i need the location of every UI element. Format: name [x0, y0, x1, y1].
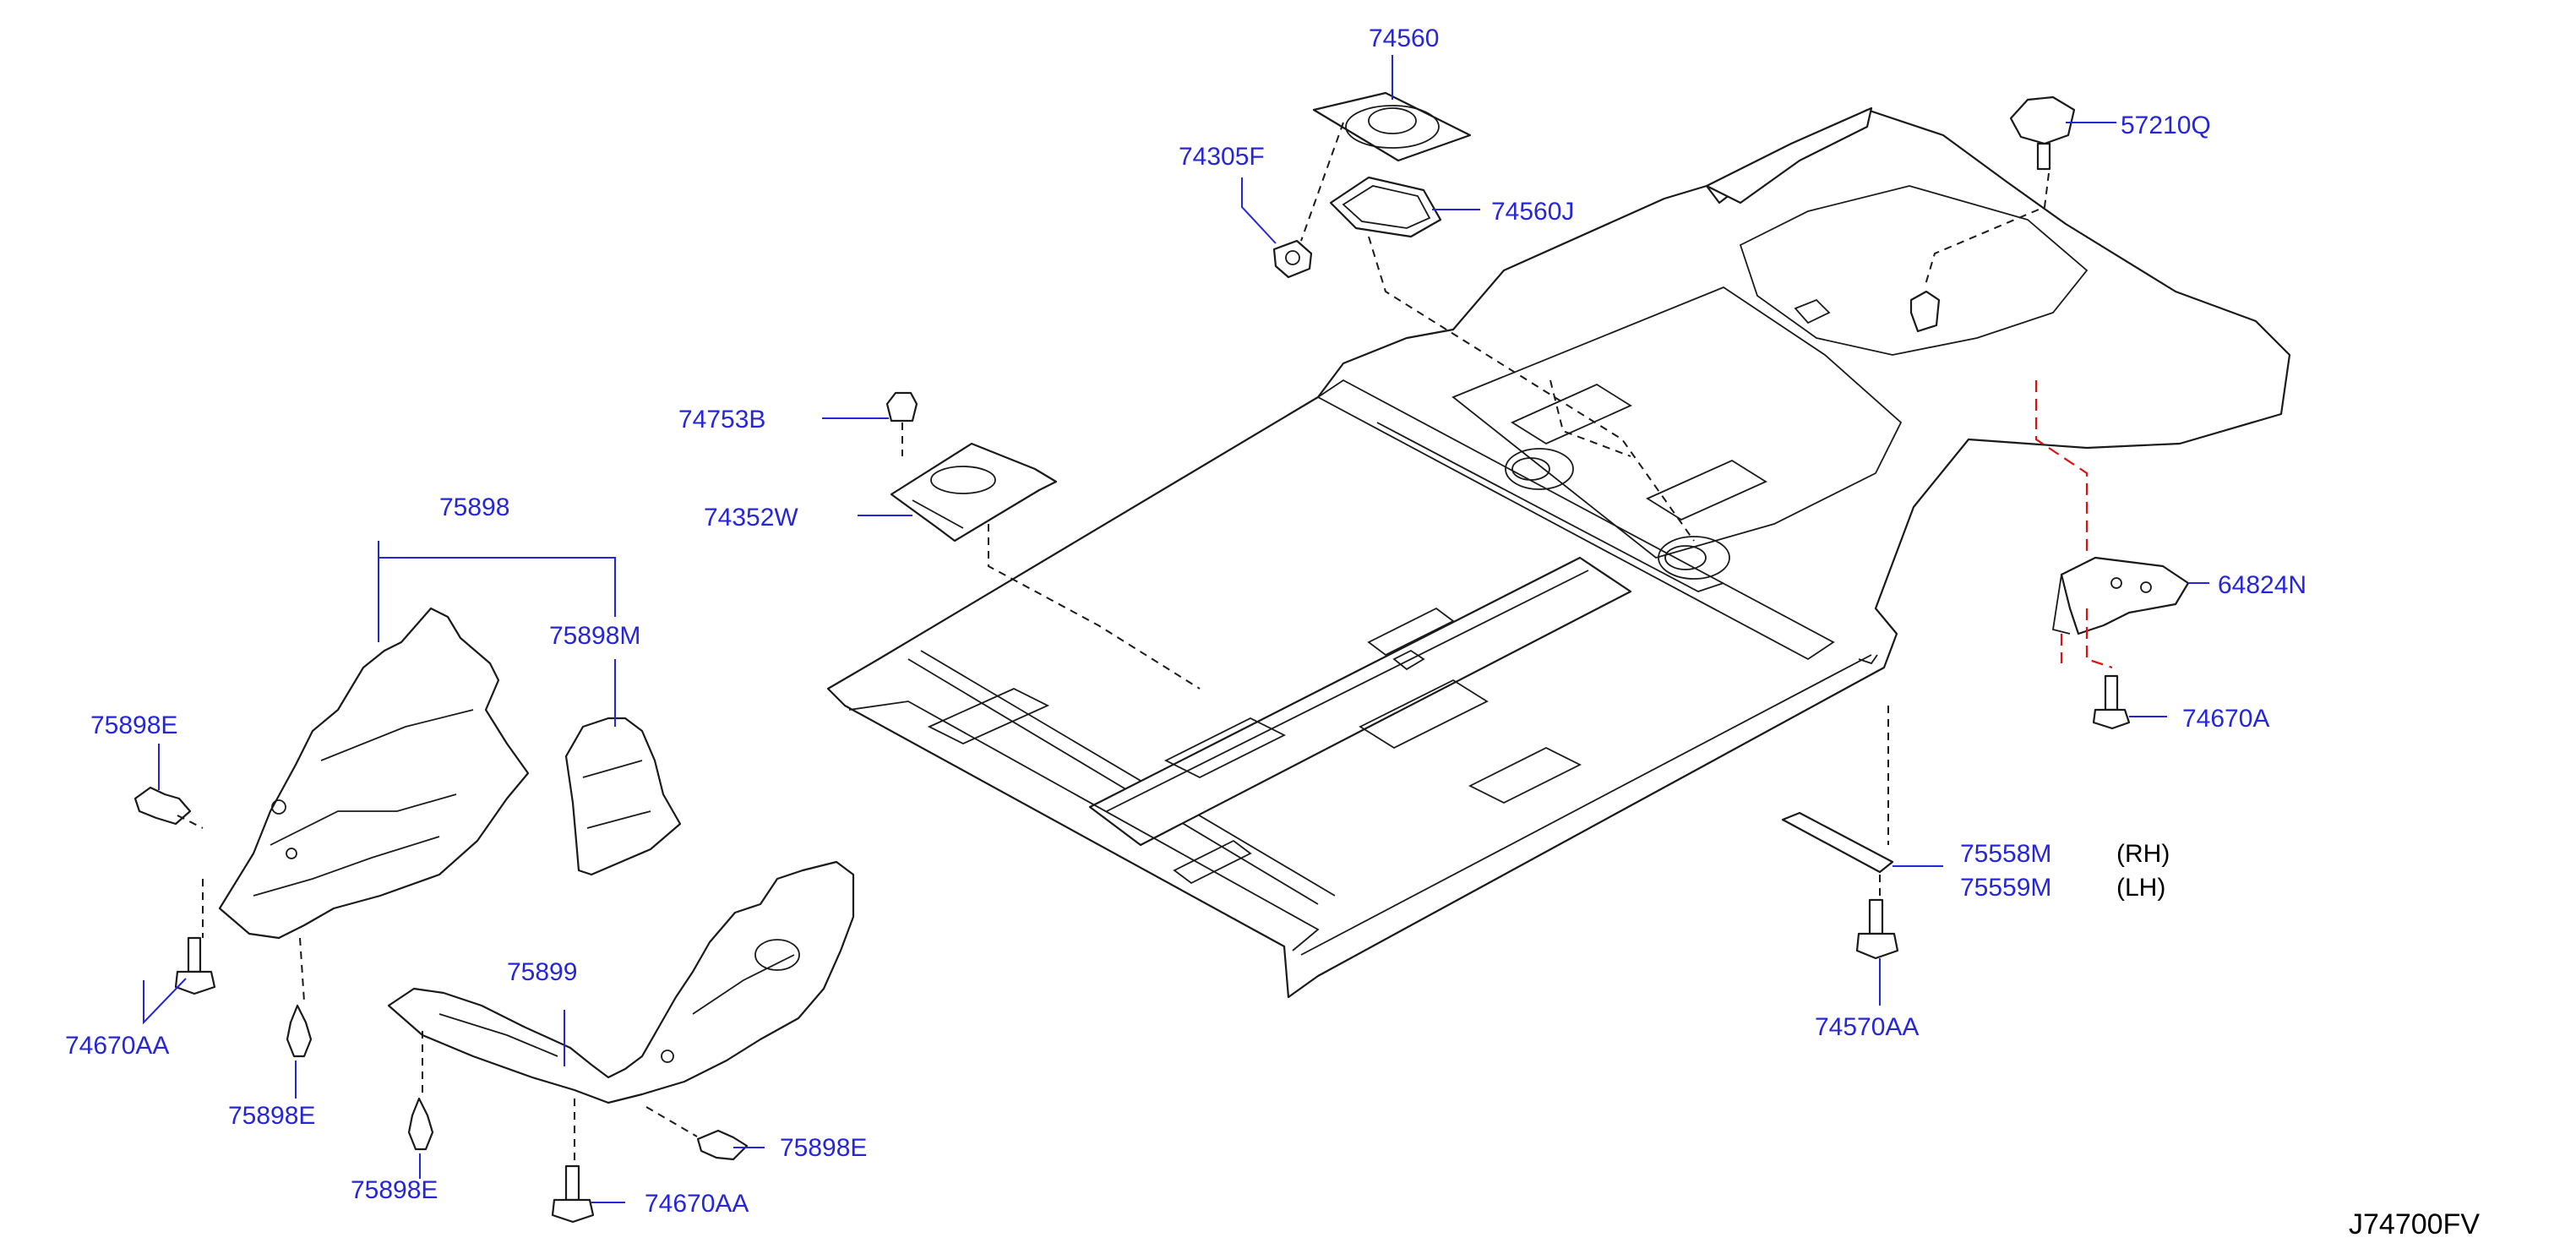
bracket-74352W: [890, 442, 1058, 542]
callout-75898E-left: 75898E: [90, 712, 177, 739]
connection-lines: [177, 122, 2113, 1162]
callout-57210Q: 57210Q: [2121, 112, 2211, 139]
floor-panel-assembly: [826, 106, 2291, 999]
grommet-74305F: [1272, 239, 1313, 279]
callout-74560: 74560: [1369, 25, 1439, 52]
callout-74570AA: 74570AA: [1815, 1013, 1919, 1041]
leader-lines: [143, 55, 2209, 1203]
callout-74670A: 74670A: [2182, 705, 2269, 733]
callout-labels: 74560 74305F 74560J 57210Q 74753B 74352W…: [65, 25, 2480, 1240]
callout-75898E-right: 75898E: [780, 1134, 867, 1162]
callout-75559M: 75559M: [1960, 874, 2051, 902]
note-rh: (RH): [2116, 840, 2170, 868]
plug-cover-74560: [1312, 91, 1472, 162]
callout-75898E-middle: 75898E: [228, 1102, 315, 1130]
callout-75898: 75898: [439, 493, 509, 521]
bolt-74670A: [2092, 674, 2131, 730]
bracket-64824N: [2051, 556, 2190, 635]
under-cover-75899: [387, 860, 855, 1104]
bolt-74570AA: [1855, 898, 1899, 960]
note-lh: (LH): [2116, 874, 2165, 902]
callout-64824N: 64824N: [2218, 571, 2306, 599]
cover-75898M: [564, 717, 682, 876]
callout-74753B: 74753B: [678, 406, 765, 433]
callout-75898M: 75898M: [549, 622, 640, 650]
rear-floor-bracket: [1909, 290, 1941, 333]
bolt-74670AA-bottom: [551, 1164, 595, 1224]
under-cover-75898: [218, 607, 530, 940]
callout-74305F: 74305F: [1179, 143, 1265, 171]
drawing-code: J74700FV: [2349, 1208, 2480, 1240]
jack-lock-57210Q: [2009, 95, 2076, 171]
strap-75558M-75559M: [1781, 811, 1894, 874]
callout-74670AA-bottom: 74670AA: [645, 1190, 749, 1218]
callout-74352W: 74352W: [704, 504, 798, 532]
seal-ring-74560J: [1329, 176, 1442, 238]
clip-75898E-left: [133, 786, 192, 826]
callout-75899: 75899: [507, 958, 577, 986]
callout-75898E-bottom: 75898E: [351, 1176, 438, 1204]
callout-75558M: 75558M: [1960, 840, 2051, 868]
callout-74670AA-left: 74670AA: [65, 1032, 169, 1060]
clip-75898E-right: [696, 1129, 749, 1161]
bolt-74670AA-left: [174, 936, 216, 995]
nut-74753B: [885, 391, 918, 423]
clip-75898E-bottom: [407, 1097, 434, 1151]
clip-75898E-middle: [286, 1004, 313, 1058]
callout-74560J: 74560J: [1491, 198, 1574, 226]
